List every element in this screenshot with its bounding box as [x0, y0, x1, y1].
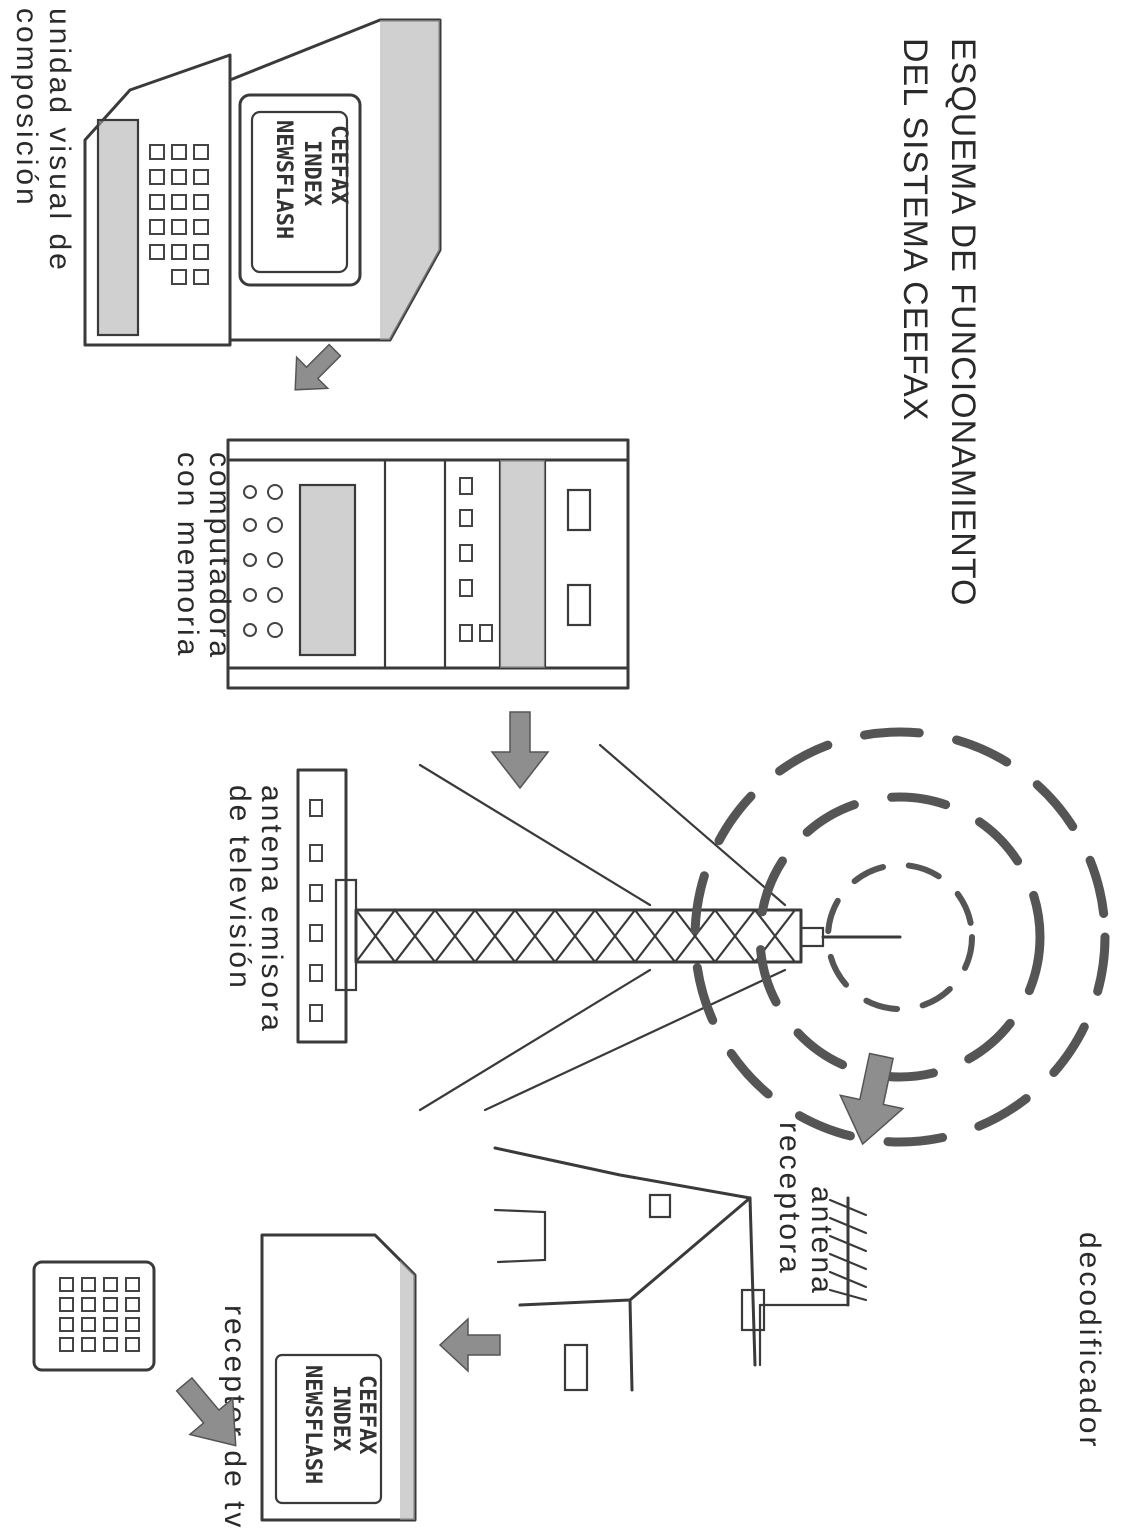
computer-label-line-2: con memoria — [171, 452, 204, 658]
transmitter-label-line-1: antena emisora — [255, 785, 288, 1034]
computer-label-line-1: computadora — [203, 452, 236, 660]
tv-screen-line-1: CEEFAX — [354, 1375, 379, 1454]
terminal-screen-line-2: INDEX — [299, 140, 324, 206]
tv-transmitter-tower — [298, 745, 900, 1110]
tv-screen-line-2: INDEX — [328, 1385, 353, 1451]
terminal-screen-text: CEEFAX INDEX NEWSFLASH — [271, 120, 351, 239]
decoder-keypad — [34, 1262, 154, 1370]
decoder-label: decodificador — [1073, 1232, 1106, 1449]
composition-unit-label-line-1: unidad visual de — [43, 8, 76, 273]
terminal-screen-line-1: CEEFAX — [326, 125, 351, 204]
flow-arrow-1 — [280, 335, 351, 406]
terminal-keyboard — [150, 145, 208, 284]
title-line-1: ESQUEMA DE FUNCIONAMIENTO — [944, 38, 982, 606]
house — [495, 1148, 755, 1390]
tv-screen-line-3: NEWSFLASH — [300, 1365, 325, 1484]
decoder-label-text: decodificador — [1073, 1232, 1106, 1449]
computer-label: computadora con memoria — [171, 452, 236, 660]
computer-rack — [228, 440, 628, 688]
transmitter-label-line-2: de televisión — [223, 785, 256, 991]
flow-arrow-2 — [492, 712, 548, 788]
diagram-title: ESQUEMA DE FUNCIONAMIENTO DEL SISTEMA CE… — [896, 38, 982, 606]
receiving-antenna-label: antena receptora — [773, 1122, 838, 1296]
terminal-screen-line-3: NEWSFLASH — [271, 120, 296, 239]
flow-arrow-4 — [440, 1319, 500, 1371]
tv-screen-text: CEEFAX INDEX NEWSFLASH — [300, 1365, 379, 1484]
composition-unit-label: unidad visual de composición — [10, 8, 76, 273]
composition-unit-terminal: CEEFAX INDEX NEWSFLASH — [85, 20, 440, 345]
receiving-antenna-label-line-2: receptora — [773, 1122, 806, 1276]
title-line-2: DEL SISTEMA CEEFAX — [896, 38, 934, 421]
transmitter-label: antena emisora de televisión — [223, 785, 288, 1034]
receiving-antenna-label-line-1: antena — [805, 1186, 838, 1296]
tv-receiver: CEEFAX INDEX NEWSFLASH — [262, 1235, 415, 1520]
composition-unit-label-line-2: composición — [10, 8, 43, 208]
